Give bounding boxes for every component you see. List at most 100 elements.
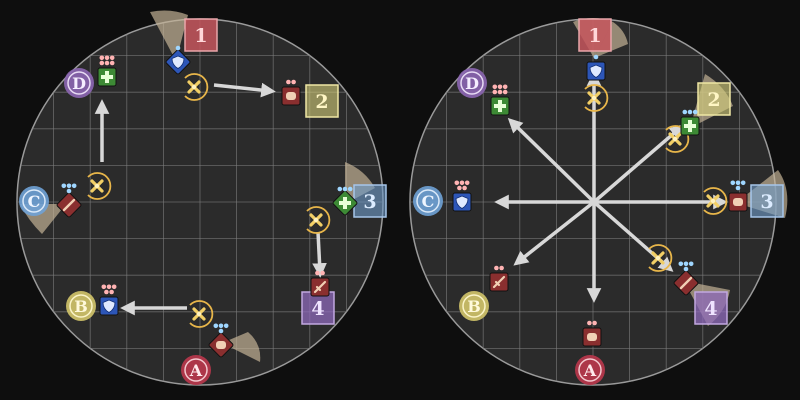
stack-dot <box>175 45 181 51</box>
waymark-c-icon: C <box>28 192 41 211</box>
stack-dot <box>109 55 115 61</box>
dagger-icon <box>679 276 693 290</box>
stack-dot <box>730 180 736 186</box>
sword-icon <box>313 280 327 294</box>
stack-dot <box>502 89 508 95</box>
waymark-a: A <box>575 355 605 385</box>
shield-icon <box>455 195 469 209</box>
waymark-d-icon: D <box>465 74 479 93</box>
arrow-right-nw <box>507 117 596 204</box>
stack-dot <box>342 186 348 192</box>
stack-dot <box>692 109 698 115</box>
stack-dot <box>109 289 114 295</box>
stack-dot <box>593 54 599 60</box>
stack-dot <box>683 266 689 272</box>
cross-icon <box>494 100 506 112</box>
stack-dot <box>286 79 291 85</box>
stack-dot <box>315 270 320 276</box>
stack-dot <box>688 261 694 267</box>
waymark-a: A <box>181 355 211 385</box>
marker-4: 4 <box>694 291 728 325</box>
stack-dot <box>66 183 72 189</box>
svg-text:1: 1 <box>588 25 601 47</box>
player-tank <box>99 284 119 316</box>
tower-icon <box>184 73 209 101</box>
waymark-c: C <box>413 186 443 216</box>
player-healer <box>332 186 358 216</box>
arena-left: C D B A 1 2 3 4 <box>16 10 387 386</box>
player-dps <box>281 79 301 106</box>
cross-icon <box>101 71 113 83</box>
dagger-icon <box>62 198 76 212</box>
marker-2: 2 <box>697 82 731 116</box>
stack-dot <box>109 60 115 66</box>
stack-dot <box>735 185 741 191</box>
stack-dot <box>462 185 467 191</box>
stack-dot <box>497 84 503 90</box>
player-tank <box>586 54 606 81</box>
stack-dot <box>494 265 499 271</box>
marker-3: 3 <box>353 184 387 218</box>
stack-dot <box>459 180 465 186</box>
waymark-b-icon: B <box>467 297 481 316</box>
player-tank <box>452 180 472 212</box>
players-left <box>56 45 358 358</box>
waymark-a-icon: A <box>583 361 597 380</box>
tower-icon <box>703 187 728 215</box>
player-dps <box>582 320 602 347</box>
player-dps <box>673 261 699 296</box>
stack-dot <box>492 89 498 95</box>
stack-dot <box>106 284 112 290</box>
fist-icon <box>216 341 226 349</box>
svg-text:4: 4 <box>704 298 717 320</box>
fist-icon <box>286 92 296 100</box>
svg-text:3: 3 <box>760 191 773 213</box>
players-right <box>452 54 748 347</box>
waymark-d: D <box>457 68 487 98</box>
stack-dot <box>454 180 460 186</box>
arrow-right-ne <box>592 124 685 204</box>
stack-dot <box>502 84 508 90</box>
player-healer <box>490 84 510 116</box>
tower-icon <box>648 244 673 272</box>
stack-dot <box>347 186 353 192</box>
stack-dot <box>66 188 72 194</box>
waymark-a-icon: A <box>189 361 203 380</box>
stack-dot <box>682 109 688 115</box>
stack-dot <box>492 84 498 90</box>
cross-icon <box>339 197 351 209</box>
svg-text:4: 4 <box>311 298 324 320</box>
waymark-d: D <box>64 68 94 98</box>
towers-left <box>87 73 331 328</box>
stack-dot <box>497 89 503 95</box>
tower-icon <box>189 300 214 328</box>
player-dps <box>310 270 330 297</box>
stack-dot <box>99 60 105 66</box>
tower-icon <box>306 206 331 234</box>
stack-dot <box>61 183 67 189</box>
player-dps <box>208 323 234 358</box>
waymark-b-icon: B <box>74 297 88 316</box>
shield-icon <box>102 299 116 313</box>
stack-dot <box>218 323 224 329</box>
stack-dot <box>99 55 105 61</box>
stack-dot <box>683 261 689 267</box>
waymark-c: C <box>19 186 49 216</box>
player-healer <box>680 109 700 136</box>
arrows-left <box>94 82 327 316</box>
stack-dot <box>104 60 110 66</box>
svg-text:1: 1 <box>194 25 207 47</box>
cone-marker-3 <box>345 162 375 204</box>
marker-1: 1 <box>578 18 612 52</box>
stack-dot <box>223 323 229 329</box>
shield-icon <box>171 55 185 69</box>
tower-icon <box>87 172 112 200</box>
marker-1: 1 <box>184 18 218 52</box>
waymark-c-icon: C <box>422 192 435 211</box>
waymark-d-icon: D <box>72 74 86 93</box>
fist-icon <box>587 333 597 341</box>
tower-icon <box>584 84 609 112</box>
stack-dot <box>464 180 470 186</box>
stack-dot <box>111 284 117 290</box>
